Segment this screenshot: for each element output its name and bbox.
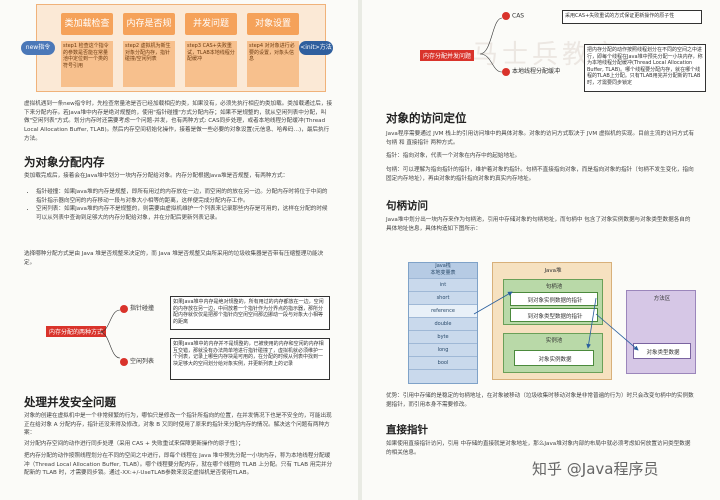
intro-paragraph: 虚拟机遇到一条new指令时，先检查常量池是否已经加载相应的类，如果没有，必须先执… bbox=[24, 101, 333, 142]
diagram-note: 如果Java堆中的内存并不是规整的，已被使用的内存和空闲的内存相互交错，那就没有… bbox=[170, 338, 330, 380]
handle-pool-title: 句柄池 bbox=[545, 284, 563, 290]
section-paragraph: 类加载完成后，接着会在Java堆中划分一块内存分配给对象。内存分配根据Java堆… bbox=[24, 173, 289, 179]
allocation-methods-list: 指针碰撞：如果Java堆的内存是规整，即所有用过的内存放在一边，而空闲的的放在另… bbox=[26, 188, 332, 223]
list-item: 空闲列表：如果Java堆的内存不是规整的，则需要由虚拟机维护一个列表来记录那些内… bbox=[36, 205, 332, 222]
pool-item-label: 到对象实例数据的指针 bbox=[527, 298, 583, 304]
flow-step-title: 类加载检查 bbox=[61, 13, 113, 35]
bullet-icon bbox=[502, 67, 510, 76]
left-page: 马士兵教育 new指令 类加载检查 step1 检查这个指令的参数是否能在常量池… bbox=[0, 0, 358, 500]
flow-step-title: 对象设置 bbox=[247, 13, 299, 35]
diagram-branch: CAS bbox=[502, 12, 524, 20]
bullet-icon bbox=[502, 12, 510, 20]
flow-step-body: step4 对对象进行必要的设置，对象头信息 bbox=[247, 41, 299, 87]
stack-cell: bool bbox=[409, 357, 477, 370]
instance-item-label: 对象实例数据 bbox=[538, 357, 572, 363]
section-paragraph: 指针：指向对象，代表一个对象在内存中的起始地址。 bbox=[386, 153, 521, 159]
section-heading: 直接指针 bbox=[386, 424, 428, 436]
object-creation-flow: new指令 类加载检查 step1 检查这个指令的参数是否能在常量池中定位到一个… bbox=[21, 4, 333, 92]
section-heading: 对象的访问定位 bbox=[386, 111, 467, 125]
diagram-note: 采用CAS+失败重试的方式保证更新操作的原子性 bbox=[562, 10, 702, 24]
method-area-title: 方法区 bbox=[653, 296, 671, 302]
section-heading: 为对象分配内存 bbox=[24, 155, 105, 169]
handle-pool: 句柄池 到对象实例数据的指针 到对象类型数据的指针 bbox=[503, 279, 603, 325]
zhihu-watermark: 知乎 @Java程序员 bbox=[532, 460, 659, 478]
diagram-arrows bbox=[473, 291, 639, 351]
flow-step-title: 并发问题 bbox=[185, 13, 237, 35]
section-paragraph: Java程序需要通过 JVM 栈上的引用访问堆中的具体对象。对象的访问方式取决于… bbox=[386, 131, 695, 146]
stack-title: Java栈 本地变量表 bbox=[409, 263, 477, 279]
instance-pool-title: 实例池 bbox=[545, 338, 563, 344]
stack-cell: short bbox=[409, 292, 477, 305]
method-item-label: 对象类型数据 bbox=[646, 350, 680, 356]
stack-cell: reference bbox=[409, 305, 477, 318]
section-paragraph: 选择哪种分配方式是由 Java 堆是否规整来决定的，而 Java 堆是否规整又由… bbox=[24, 251, 324, 266]
flow-end-node: <init>方法 bbox=[299, 41, 333, 55]
diagram-branch-label: 指针碰撞 bbox=[130, 305, 155, 312]
bullet-icon bbox=[120, 304, 128, 313]
heap-title: Java堆 bbox=[544, 268, 562, 274]
diagram-branch-label: 本地线程分配缓冲 bbox=[512, 68, 561, 75]
stack-cell: byte bbox=[409, 331, 477, 344]
diagram-center-label: 内存分配并发问题 bbox=[420, 50, 475, 61]
diagram-connectors bbox=[100, 309, 121, 359]
diagram-branch-label: CAS bbox=[512, 12, 525, 20]
flow-step-body: step1 检查这个指令的参数是否能在常量池中定位到一个类的符号引用 bbox=[61, 41, 113, 87]
section-paragraph: Java堆中划分出一块内存来作为句柄池，引用中存储对象的句柄地址，而句柄中 包含… bbox=[386, 217, 691, 232]
diagram-branch: 空闲列表 bbox=[120, 356, 154, 366]
diagram-connectors bbox=[480, 17, 503, 73]
flow-start-node: new指令 bbox=[21, 41, 55, 55]
section-heading: 句柄访问 bbox=[386, 200, 428, 212]
bullet-icon bbox=[120, 357, 128, 366]
section-paragraph: 句柄：可以理解为指向指针的指针，维护着对象的指针。句柄不直接指向对象，而是指向对… bbox=[386, 167, 694, 182]
diagram-branch: 指针碰撞 bbox=[120, 303, 154, 313]
method-item: 对象类型数据 bbox=[633, 343, 691, 359]
flow-step-title: 内存是否规整 bbox=[123, 13, 175, 51]
diagram-branch-label: 空闲列表 bbox=[130, 358, 155, 365]
flow-step-body: step3 CAS+失败重试，TLAB本地线程分配缓冲 bbox=[185, 41, 237, 87]
flow-step-body: step2 虚拟机为新生对象分配内存，指针碰撞/空闲列表 bbox=[123, 41, 175, 87]
stack-cell: long bbox=[409, 344, 477, 357]
section-paragraph: 优势：引用中存储的是稳定的句柄地址，在对象被移动（垃圾收集时移动对象是非常普遍的… bbox=[386, 393, 694, 408]
stack-cell: double bbox=[409, 318, 477, 331]
pool-item: 到对象实例数据的指针 bbox=[510, 292, 598, 306]
java-stack: Java栈 本地变量表 int short reference double b… bbox=[408, 262, 478, 384]
pool-item-label: 到对象类型数据的指针 bbox=[527, 314, 583, 320]
diagram-branch: 本地线程分配缓冲 bbox=[502, 66, 560, 76]
instance-item: 对象实例数据 bbox=[514, 350, 594, 366]
section-paragraph: 如果使用直接指针访问，引用 中存储的直接就是对象地址，那么Java堆对象内部的布… bbox=[386, 441, 691, 456]
method-area: 方法区 对象类型数据 bbox=[626, 290, 696, 374]
list-item: 指针碰撞：如果Java堆的内存是规整，即所有用过的内存放在一边，而空闲的的放在另… bbox=[36, 188, 332, 205]
section-paragraph: 把内存分配的动作按照线程划分在不同的空间之中进行，即每个线程在 Java 堆中预… bbox=[24, 453, 333, 477]
diagram-note: 把内存分配的动作按照线程划分在不同的空间之中进行，即每个线程在Java堆中预先分… bbox=[584, 44, 706, 92]
diagram-note: 如果Java堆中内存是绝对规整的，所有用过的内存都放在一边，空闲的内存放在另一边… bbox=[170, 296, 330, 330]
section-heading: 处理并发安全问题 bbox=[24, 395, 116, 409]
instance-pool: 实例池 对象实例数据 bbox=[503, 333, 603, 373]
section-paragraph: 对象的创建在虚拟机中是一个非常频繁的行为，哪怕只是修改一个指针所指向的位置，在并… bbox=[24, 413, 332, 437]
right-page: 马士兵教育 内存分配并发问题 CAS 本地线程分配缓冲 采用CAS+失败重试的方… bbox=[362, 0, 720, 500]
diagram-center-label: 内存分配的两种方式 bbox=[46, 326, 107, 337]
section-paragraph: 对分配内存空间的动作进行同步处理（采用 CAS + 失败重试来保障更新操作的原子… bbox=[24, 441, 244, 447]
stack-cell: int bbox=[409, 279, 477, 292]
